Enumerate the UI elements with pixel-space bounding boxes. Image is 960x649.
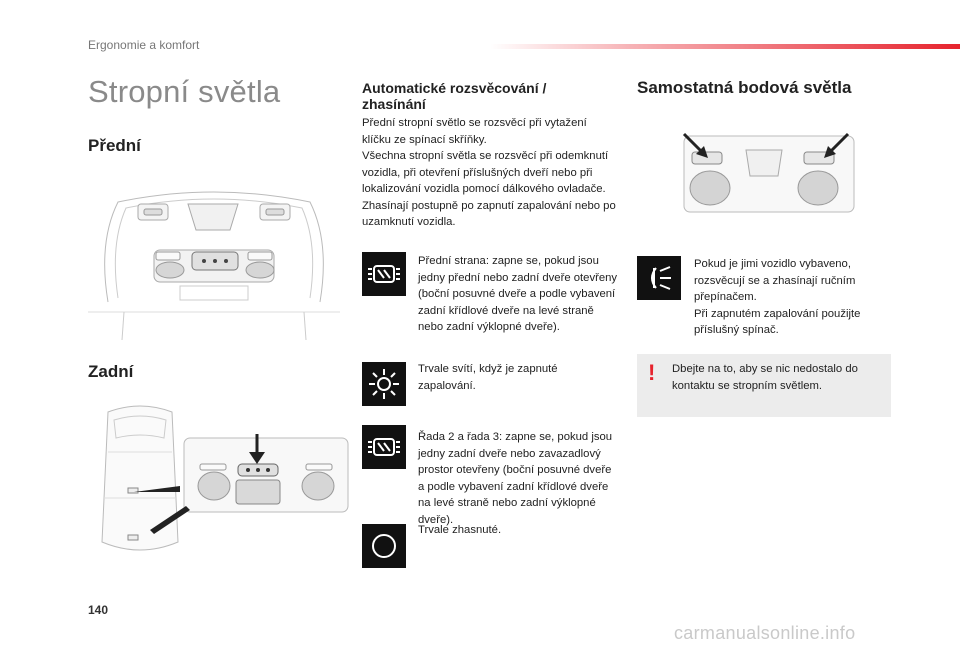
spot-lights-text: Pokud je jimi vozidlo vybaveno, rozsvěcu… xyxy=(694,256,884,339)
auto-lighting-intro: Přední stropní světlo se rozsvěcí při vy… xyxy=(362,115,618,231)
spot-text-line: Pokud je jimi vozidlo vybaveno, rozsvěcu… xyxy=(694,258,856,303)
page-number: 140 xyxy=(88,603,109,617)
intro-line: Všechna stropní světla se rozsvěcí při o… xyxy=(362,150,609,195)
circle-off-icon xyxy=(362,524,406,568)
mode-off-text: Trvale zhasnuté. xyxy=(418,524,502,536)
door-light-icon xyxy=(362,425,406,469)
mode-on-text: Trvale svítí, když je zapnuté zapalování… xyxy=(418,363,558,392)
chapter-header: Ergonomie a komfort xyxy=(88,38,200,52)
spot-text-line: Při zapnutém zapalování použijte přísluš… xyxy=(694,307,861,337)
mode-rear-text: Řada 2 a řada 3: zapne se, pokud jsou je… xyxy=(418,431,613,526)
intro-line: Přední stropní světlo se rozsvěcí při vy… xyxy=(362,117,587,146)
reading-light-icon xyxy=(637,256,681,300)
auto-lighting-title: Automatické rozsvěcování / zhasínání xyxy=(362,80,547,112)
spot-lights-title: Samostatná bodová světla xyxy=(637,78,852,97)
front-section-title: Přední xyxy=(88,136,141,155)
sun-icon xyxy=(362,362,406,406)
warning-text: Dbejte na to, aby se nic nedostalo do ko… xyxy=(672,363,858,392)
warning-icon: ! xyxy=(648,360,656,385)
page-title: Stropní světla xyxy=(88,74,281,109)
door-light-icon xyxy=(362,252,406,296)
van-top-view-illustration xyxy=(94,402,186,558)
warning-box xyxy=(637,354,891,417)
rear-section-title: Zadní xyxy=(88,362,134,381)
spot-lights-illustration xyxy=(670,130,858,220)
rear-ceiling-light-illustration xyxy=(134,434,350,534)
mode-front-text: Přední strana: zapne se, pokud jsou jedn… xyxy=(418,255,618,333)
header-accent-bar xyxy=(490,44,960,49)
front-ceiling-light-illustration xyxy=(88,182,340,342)
intro-line: Zhasínají postupně po zapnutí zapalování… xyxy=(362,199,616,229)
watermark-text: carmanualsonline.info xyxy=(674,623,856,643)
